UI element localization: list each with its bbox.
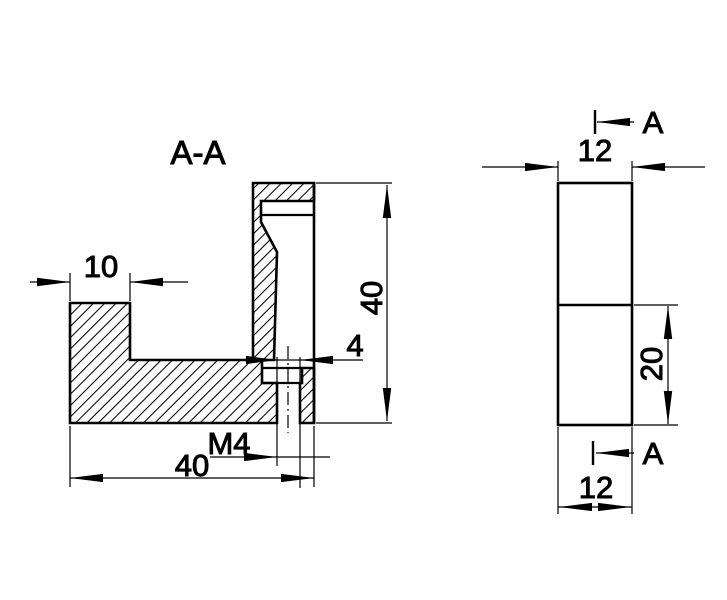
dim-10-text: 10 xyxy=(84,249,118,284)
arrowhead xyxy=(663,391,673,424)
side-view xyxy=(556,181,634,427)
dim-40-height: 40 xyxy=(316,182,392,424)
arrowhead xyxy=(130,277,163,287)
arrowhead xyxy=(559,502,592,512)
arrowhead xyxy=(382,185,392,218)
arrowhead xyxy=(70,473,103,483)
arrowhead xyxy=(37,277,70,287)
arrowhead xyxy=(663,306,673,339)
dim-40-height-text: 40 xyxy=(354,281,389,315)
arrowhead xyxy=(632,162,665,172)
dim-12-bottom-text: 12 xyxy=(579,470,613,505)
dim-12-bottom: 12 xyxy=(557,427,633,514)
arrowhead xyxy=(246,355,277,365)
dim-12-top: 12 xyxy=(482,133,705,181)
dim-12-top-text: 12 xyxy=(578,133,612,168)
view-direction-arrow xyxy=(597,117,630,127)
thread-callout: M4 xyxy=(207,426,330,462)
base-block-section xyxy=(68,301,279,425)
arm-wall-section xyxy=(251,181,316,362)
cut-mark-bottom: A xyxy=(591,436,664,472)
base-right-section xyxy=(298,366,316,425)
dim-40-base: 40 xyxy=(69,426,315,487)
dim-20-text: 20 xyxy=(634,347,669,381)
arrowhead xyxy=(244,452,277,462)
section-title: A-A xyxy=(170,134,225,171)
cut-label-top-text: A xyxy=(643,105,664,140)
thread-callout-text: M4 xyxy=(207,426,250,461)
arrowhead xyxy=(525,162,558,172)
arrowhead xyxy=(598,502,631,512)
dim-20: 20 xyxy=(634,304,678,426)
cut-label-bottom-text: A xyxy=(643,436,664,471)
arrowhead xyxy=(300,355,333,365)
arrowhead xyxy=(281,473,314,483)
cut-mark-top: A xyxy=(593,105,664,141)
dim-10: 10 xyxy=(30,249,188,301)
dim-4: 4 xyxy=(246,328,364,365)
view-direction-arrow xyxy=(596,448,629,458)
dim-40-base-text: 40 xyxy=(175,448,209,483)
arrowhead xyxy=(382,388,392,421)
dim-4-text: 4 xyxy=(346,328,363,363)
section-view: A-A xyxy=(68,134,316,488)
